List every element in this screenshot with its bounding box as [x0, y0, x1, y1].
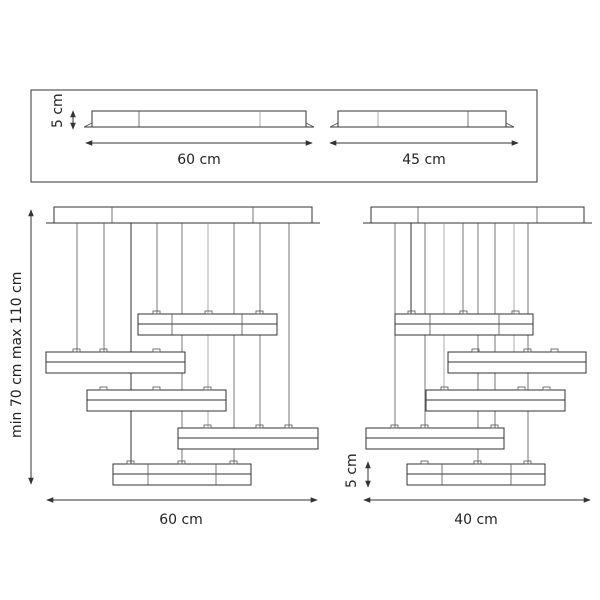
- top-view-module-45: [329, 110, 515, 128]
- front-module-2: [45, 348, 186, 374]
- front-module-4: [177, 424, 319, 450]
- front-height-label: min 70 cm max 110 cm: [9, 272, 25, 438]
- side-module-3: [425, 386, 566, 412]
- side-module-4: [365, 424, 505, 450]
- top-view: 5 cm 60 cm 45 cm: [30, 89, 538, 183]
- side-module-2: [447, 348, 587, 374]
- front-view: min 70 cm max 110 cm 60 cm: [9, 206, 320, 528]
- front-module-5: [112, 460, 252, 486]
- side-width-label: 40 cm: [454, 512, 498, 528]
- front-module-1: [137, 310, 278, 336]
- side-canopy: [363, 206, 592, 224]
- front-module-3: [86, 386, 227, 412]
- front-canopy: [46, 206, 320, 224]
- top-view-module-60: [83, 110, 315, 128]
- top-width-right-label: 45 cm: [402, 152, 446, 168]
- front-width-label: 60 cm: [159, 512, 203, 528]
- side-module-1: [394, 310, 534, 336]
- side-view: 5 cm 40 cm: [344, 206, 592, 528]
- top-height-label: 5 cm: [50, 93, 66, 128]
- top-view-frame: [30, 89, 538, 183]
- side-module-5: [406, 460, 546, 486]
- side-module-height-label: 5 cm: [344, 453, 360, 488]
- top-width-left-label: 60 cm: [177, 152, 221, 168]
